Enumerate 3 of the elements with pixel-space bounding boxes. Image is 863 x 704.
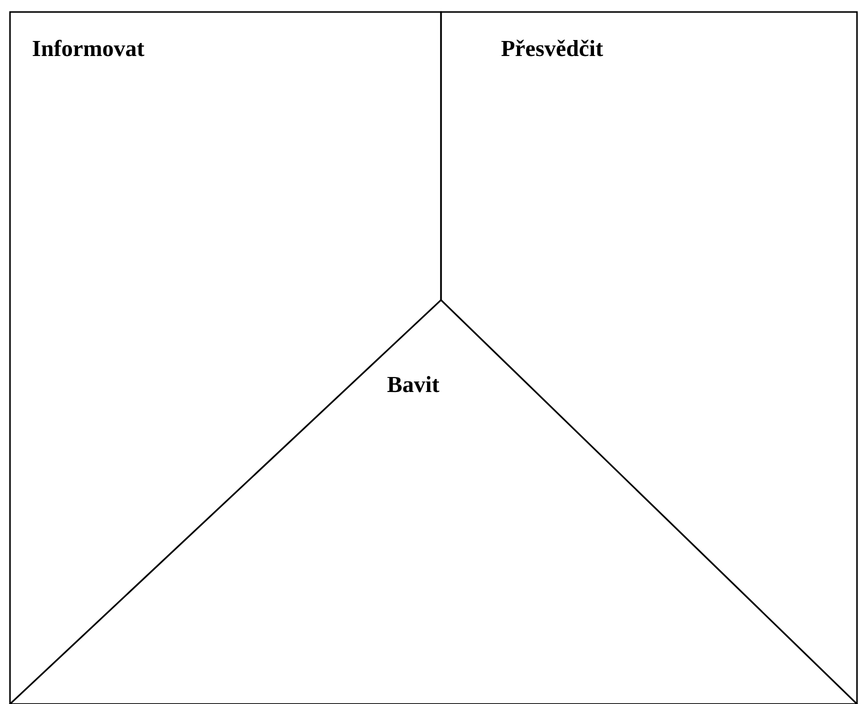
region-heading: Přesvědčit: [501, 36, 604, 62]
region-heading: Bavit: [387, 372, 440, 398]
region-heading: Informovat: [32, 36, 144, 62]
